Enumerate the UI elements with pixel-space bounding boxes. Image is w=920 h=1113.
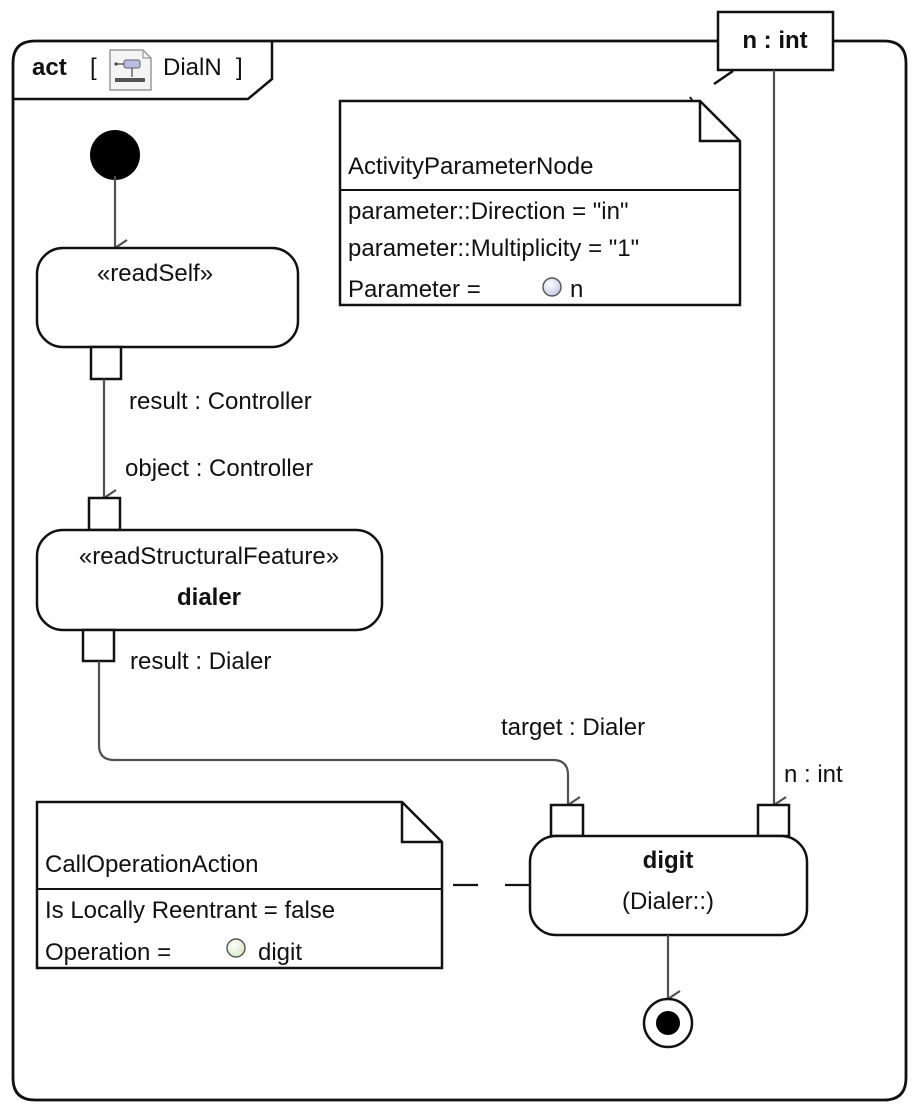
pin-label-read-self-result: result : Controller — [129, 388, 312, 415]
note-property: Is Locally Reentrant = false — [45, 897, 335, 924]
call-operation-name: digit — [643, 847, 694, 874]
note-property: parameter::Direction = "in" — [348, 198, 629, 225]
pin-read-structural-feature-result[interactable] — [81, 628, 116, 663]
read-structural-feature-stereotype: «readStructuralFeature» — [79, 543, 339, 570]
activity-parameter-node[interactable] — [716, 10, 835, 72]
action-read-structural-feature[interactable] — [35, 528, 384, 632]
note-operation-label: Operation = — [45, 939, 171, 966]
pin-n[interactable] — [756, 803, 791, 838]
pin-label-target: target : Dialer — [501, 714, 645, 741]
frame-header: act [ DialN ] — [32, 49, 243, 91]
frame-kind: act — [32, 54, 67, 81]
object-flow-dialer — [97, 661, 581, 814]
note-anchor-parameter-dash — [689, 96, 693, 101]
note-title: ActivityParameterNode — [348, 153, 593, 180]
note-title: CallOperationAction — [45, 851, 258, 878]
pin-label-object: object : Controller — [125, 455, 313, 482]
pin-label-dialer-result: result : Dialer — [130, 648, 271, 675]
note-operation-value: digit — [258, 939, 302, 966]
activity-final-node[interactable] — [642, 997, 694, 1049]
pin-object[interactable] — [87, 496, 122, 532]
frame-close-bracket: ] — [236, 54, 243, 81]
call-operation-owner: (Dialer::) — [622, 888, 714, 915]
parameter-icon — [542, 277, 562, 297]
note-activity-parameter-node: ActivityParameterNode parameter::Directi… — [338, 99, 742, 307]
note-parameter-label: Parameter = — [348, 276, 481, 303]
action-read-self[interactable] — [35, 246, 300, 349]
pin-read-self-result[interactable] — [89, 345, 123, 381]
frame-header-tab — [13, 41, 274, 101]
initial-node[interactable] — [90, 130, 140, 180]
note-call-operation-action: CallOperationAction Is Locally Reentrant… — [35, 800, 444, 970]
activity-diagram-icon — [109, 49, 152, 91]
frame-name: DialN — [163, 54, 222, 81]
note-parameter-value: n — [570, 276, 583, 303]
pin-target[interactable] — [549, 803, 585, 838]
read-self-stereotype: «readSelf» — [97, 260, 213, 287]
operation-icon — [226, 938, 246, 958]
note-property: parameter::Multiplicity = "1" — [348, 235, 639, 262]
read-structural-feature-name: dialer — [177, 584, 241, 611]
parameter-node-label: n : int — [742, 27, 807, 54]
pin-label-n: n : int — [784, 761, 843, 788]
frame-open-bracket: [ — [90, 54, 97, 81]
note-anchor-parameter — [713, 69, 734, 86]
